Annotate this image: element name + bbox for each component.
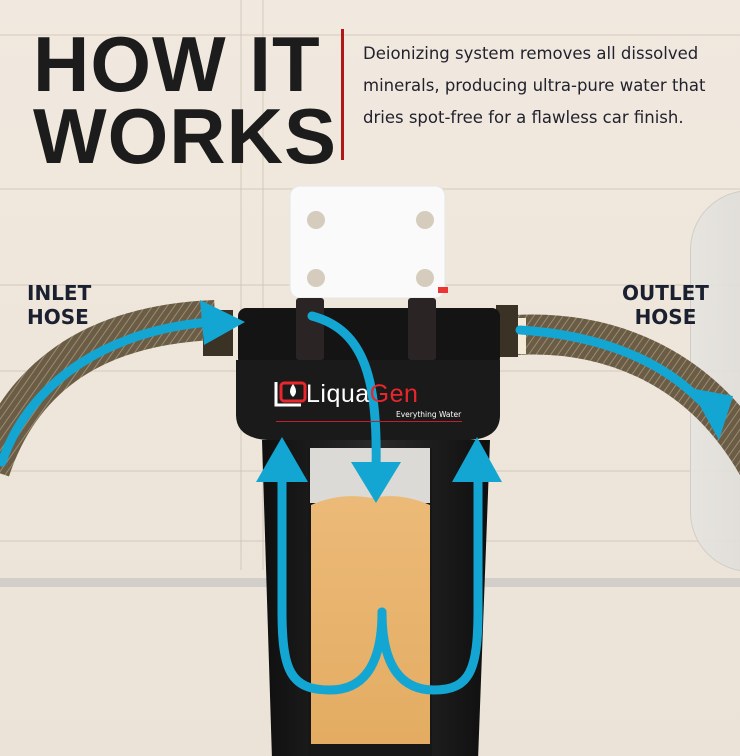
up-right-arrow <box>377 475 483 695</box>
description-text: Deionizing system removes all dissolved … <box>363 44 706 127</box>
wall-panel-line <box>240 0 242 570</box>
water-drop-box-icon <box>274 381 307 407</box>
inlet-arrowhead-icon <box>200 300 245 345</box>
outlet-fitting <box>496 305 518 357</box>
outlet-label-line2: HOSE <box>634 305 697 329</box>
wall-panel-line <box>262 0 264 570</box>
title-line-1: HOW IT <box>33 20 321 108</box>
brand-underline <box>276 421 462 422</box>
resin-media <box>311 496 430 744</box>
outlet-ring <box>518 318 526 354</box>
brand-name: LiquaGen <box>306 380 418 409</box>
inlet-hose <box>0 300 216 477</box>
inlet-label-line1: INLET <box>27 281 92 305</box>
filter-head <box>238 308 500 366</box>
inlet-hose-label: INLET HOSE <box>27 281 91 329</box>
title-line-2: WORKS <box>33 92 337 180</box>
inlet-arrow <box>0 317 215 467</box>
brand-tagline: Everything Water <box>396 410 462 419</box>
filter-cap <box>236 360 500 440</box>
outlet-hose-label: OUTLET HOSE <box>622 281 709 329</box>
down-arrowhead-icon <box>351 462 401 503</box>
page-title: HOW IT WORKS <box>33 20 337 180</box>
accent-divider <box>341 29 344 160</box>
down-center-arrow <box>307 311 381 475</box>
brand-name-part2: Gen <box>369 380 419 408</box>
mounting-bracket <box>289 185 446 299</box>
outlet-arrowhead-icon <box>690 388 733 440</box>
brand-name-part1: Liqua <box>306 380 370 408</box>
outlet-arrow <box>515 325 705 405</box>
up-right-arrowhead-icon <box>452 437 502 482</box>
up-left-arrowhead-icon <box>256 437 308 482</box>
inlet-label-line2: HOSE <box>27 305 89 329</box>
brand-logo: LiquaGen <box>306 380 418 409</box>
outlet-label-line1: OUTLET <box>622 281 709 305</box>
wall-panel-line <box>0 34 740 36</box>
flow-arrows <box>0 311 705 695</box>
up-left-arrow <box>277 475 387 695</box>
